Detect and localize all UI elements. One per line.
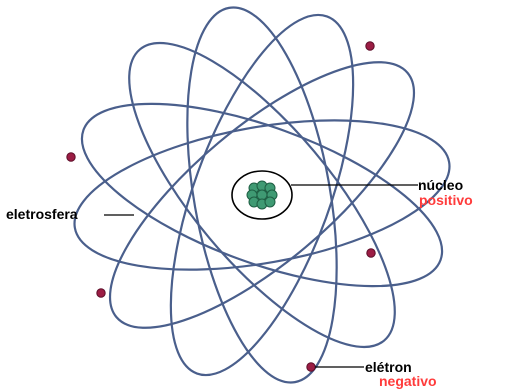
nucleus-particle-9: [265, 197, 275, 207]
electron-charge-label: negativo: [379, 373, 437, 389]
electron-4: [367, 249, 375, 257]
electron-2: [67, 153, 75, 161]
nucleus: [232, 171, 292, 219]
electron-5: [307, 363, 315, 371]
nucleus-label: núcleo: [418, 177, 463, 193]
electron-1: [366, 42, 374, 50]
electron-3: [97, 289, 105, 297]
nucleus-charge-label: positivo: [419, 192, 473, 208]
electron-cloud-label: eletrosfera: [6, 206, 78, 222]
